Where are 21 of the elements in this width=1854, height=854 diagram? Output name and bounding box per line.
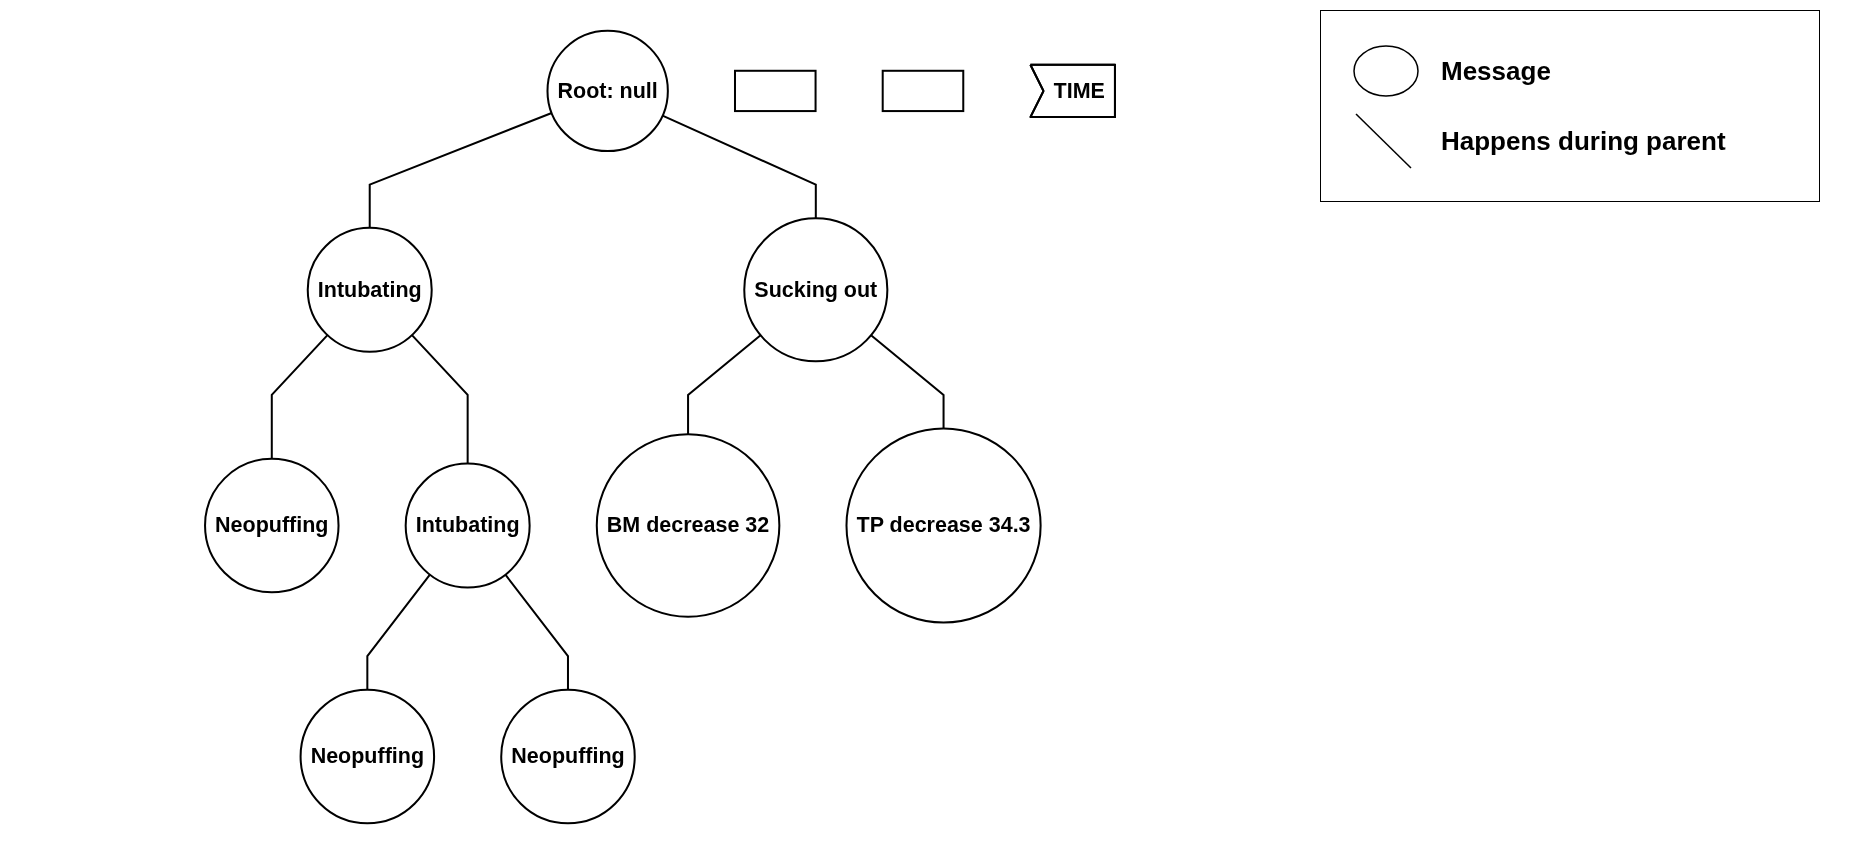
connector xyxy=(662,114,817,219)
node-circle: Neopuffing xyxy=(299,688,436,825)
node-circle: Intubating xyxy=(404,462,531,589)
connector xyxy=(366,574,431,690)
node-circle: Neopuffing xyxy=(500,688,636,825)
node-circle: Intubating xyxy=(306,226,433,353)
node-circle: TP decrease 34.3 xyxy=(845,427,1042,624)
node-box xyxy=(734,69,817,113)
connector xyxy=(870,334,945,429)
connector xyxy=(687,334,762,435)
node-circle: Root: null xyxy=(546,29,669,153)
legend-label: Message xyxy=(1441,55,1551,87)
node-circle: Neopuffing xyxy=(204,457,340,594)
connector xyxy=(411,334,469,464)
legend-label: Happens during parent xyxy=(1441,125,1726,157)
connector xyxy=(504,574,569,690)
node-circle: BM decrease 32 xyxy=(595,433,781,618)
node-box xyxy=(881,69,965,113)
node-circle: Sucking out xyxy=(743,217,889,363)
connector xyxy=(368,112,553,228)
connector xyxy=(270,334,329,459)
